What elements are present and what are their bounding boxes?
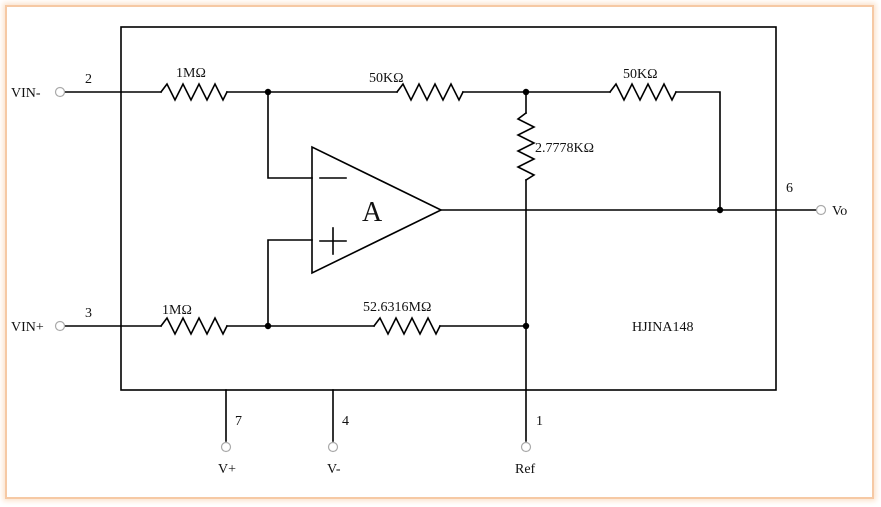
resistor-r-gain	[516, 111, 536, 182]
pin-name-v-minus: V-	[327, 462, 341, 477]
amp-label: A	[362, 197, 383, 228]
pin-name-vo: Vo	[832, 204, 847, 219]
resistor-r-ref	[372, 316, 442, 336]
terminal-v-plus	[220, 441, 232, 453]
pin-name-vin-plus: VIN+	[11, 320, 44, 335]
terminal-vin-plus	[54, 320, 66, 332]
resistor-label-r-feedback-2: 50KΩ	[623, 67, 658, 82]
junction-dot	[522, 322, 530, 330]
junction-dot	[264, 88, 272, 96]
resistor-label-r-gain: 2.7778KΩ	[535, 141, 594, 156]
pin-number-vo: 6	[786, 181, 793, 196]
junction-dot	[522, 88, 530, 96]
resistor-label-r-feedback-1: 50KΩ	[369, 71, 404, 86]
pin-number-v-minus: 4	[342, 414, 349, 429]
pin-name-v-plus: V+	[218, 462, 236, 477]
resistor-r-in-minus	[159, 82, 229, 102]
resistor-r-feedback-2	[608, 82, 678, 102]
wire-noninv-input	[267, 239, 313, 327]
pin-number-vin-minus: 2	[85, 72, 92, 87]
chip-body	[120, 26, 777, 391]
chip-part-number: HJINA148	[632, 320, 693, 335]
resistor-r-feedback-1	[395, 82, 465, 102]
resistor-label-r-in-minus: 1MΩ	[176, 66, 206, 81]
terminal-ref	[520, 441, 532, 453]
pin-name-ref: Ref	[515, 462, 536, 477]
resistor-r-in-plus	[159, 316, 229, 336]
resistor-label-r-in-plus: 1MΩ	[162, 303, 192, 318]
terminal-v-minus	[327, 441, 339, 453]
pin-number-ref: 1	[536, 414, 543, 429]
junction-dot	[264, 322, 272, 330]
pin-name-vin-minus: VIN-	[11, 86, 41, 101]
pin-number-v-plus: 7	[235, 414, 242, 429]
wire-feedback-down	[675, 91, 721, 211]
resistor-label-r-ref: 52.6316MΩ	[363, 300, 431, 315]
figure-frame	[5, 5, 874, 499]
terminal-vo	[815, 204, 827, 216]
pin-number-vin-plus: 3	[85, 306, 92, 321]
junction-dot	[716, 206, 724, 214]
op-amp-triangle	[311, 145, 443, 275]
terminal-vin-minus	[54, 86, 66, 98]
wire-inv-input	[267, 91, 313, 179]
